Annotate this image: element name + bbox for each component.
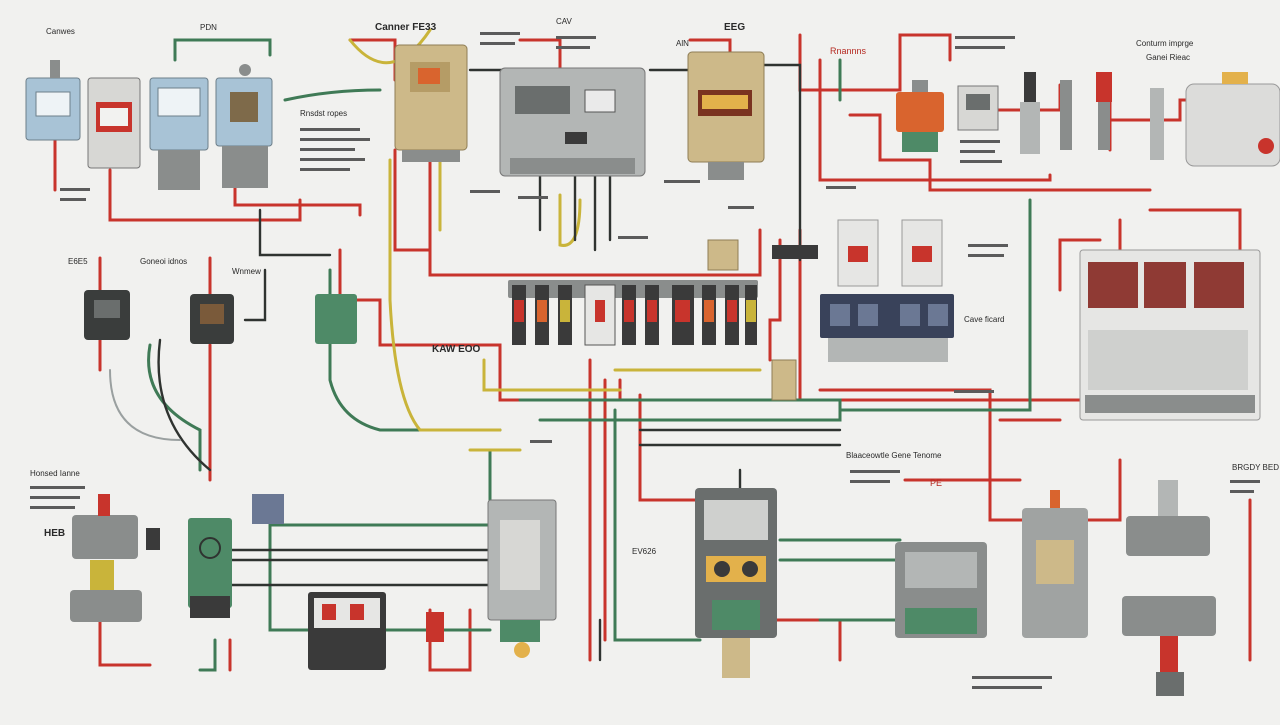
sensor-block-gray — [957, 85, 999, 131]
contactor-green-left — [188, 518, 232, 618]
label-top-aln: AlN — [676, 39, 689, 48]
terminal-fuse-1 — [512, 285, 526, 345]
red-wires — [53, 33, 1252, 672]
label-top-left-note: Rnsdst ropes — [300, 109, 347, 118]
probe-2 — [1060, 80, 1072, 150]
sensor-box-right — [1022, 490, 1088, 638]
label-right-mid-a: Cave ficard — [964, 315, 1004, 324]
probe-1 — [1020, 72, 1040, 154]
terminal-fuse-6 — [645, 285, 659, 345]
label-mid-center-tag: KAW EOO — [432, 344, 481, 355]
terminal-block-row — [508, 280, 758, 346]
breaker-bank-blue — [820, 294, 954, 362]
motor-assembly-right — [1122, 480, 1216, 696]
connector-dark — [772, 245, 818, 259]
label-top-panel-note: Rnannns — [830, 46, 867, 56]
label-top-center: CAV — [556, 17, 573, 26]
grey-wire — [109, 369, 181, 441]
terminal-fuse-8 — [702, 285, 716, 345]
power-supply-grey — [487, 499, 557, 658]
dark-wires — [157, 63, 842, 662]
relay-black-left — [84, 290, 130, 340]
label-mid-left-relay-b: Goneoi idnos — [140, 257, 187, 266]
diagram-labels: Canner FE33 EEG Canwes PDN CAV AlN Rnann… — [30, 17, 1279, 556]
junction-box-tan — [707, 239, 739, 271]
label-right-top-a: Conturm imprge — [1136, 39, 1194, 48]
red-relay-frame — [426, 612, 444, 642]
motor-assembly-left — [70, 494, 160, 622]
relay-module-top-left — [87, 77, 141, 169]
main-control-panel — [499, 67, 646, 177]
probe-3 — [1096, 72, 1112, 150]
breaker-bottom-left — [308, 592, 386, 670]
switch-module-small — [252, 494, 284, 524]
probe-4 — [1150, 88, 1164, 160]
label-bottom-left-block: Honsed Ianne — [30, 469, 80, 478]
meter-top-left — [25, 60, 81, 141]
wires — [53, 28, 1252, 672]
orange-contactor — [896, 80, 944, 152]
label-top-main: Canner FE33 — [375, 22, 437, 33]
green-wires — [147, 38, 1032, 672]
large-meter-right — [1185, 72, 1280, 167]
label-left-top: Canwes — [46, 27, 75, 36]
terminal-fuse-10 — [745, 285, 757, 345]
transformer-right-tan — [687, 51, 765, 180]
label-top-pdn: PDN — [200, 23, 217, 32]
terminal-fuse-5 — [622, 285, 636, 345]
terminal-fuse-7 — [672, 285, 694, 345]
motor-starter-center — [695, 488, 777, 678]
label-bottom-left-tag: HEB — [44, 528, 65, 539]
meter-module-2 — [149, 77, 209, 190]
label-right-top-b: Ganei Rieac — [1146, 53, 1190, 62]
breaker-white-2 — [901, 219, 943, 287]
terminal-fuse-2 — [535, 285, 549, 345]
label-right-mid-b: Blaaceowtle Gene Tenome — [846, 451, 942, 460]
label-left-mid-a: Wnmew — [232, 267, 261, 276]
distribution-cabinet — [1079, 249, 1261, 421]
label-bottom-right: BRGDY BED — [1232, 463, 1279, 472]
label-top-eeg: EEG — [724, 22, 745, 33]
yellow-wires — [348, 28, 762, 452]
label-mid-left-relay-a: E6E5 — [68, 257, 88, 266]
annotation-marks — [30, 32, 1260, 689]
terminal-fuse-9 — [725, 285, 739, 345]
label-right-mid-c: PE — [930, 478, 942, 488]
relay-black-right — [190, 294, 234, 344]
breaker-white-1 — [837, 219, 879, 287]
relay-green-mid — [315, 294, 357, 344]
terminal-fuse-3 — [558, 285, 572, 345]
fuse-holder-small — [771, 359, 797, 401]
contactor-green-right — [895, 542, 987, 638]
transformer-tan — [394, 44, 468, 162]
label-bottom-center-tag: EV626 — [632, 547, 657, 556]
meter-module-3 — [215, 64, 273, 188]
terminal-fuse-4 — [584, 284, 616, 346]
